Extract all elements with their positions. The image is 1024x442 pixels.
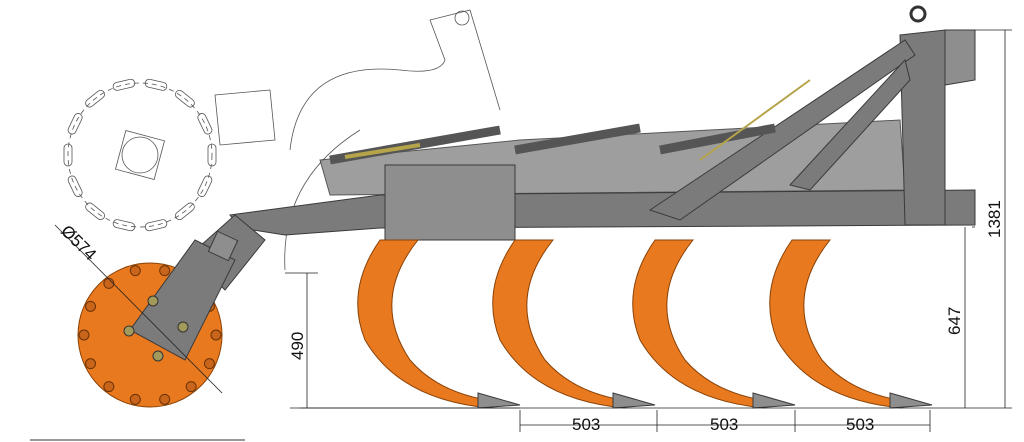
tine-4 (769, 239, 914, 409)
tine-spacing-label-2: 503 (710, 415, 738, 434)
wheel-stud (78, 329, 90, 341)
tines (357, 239, 933, 409)
wheel-stud (159, 265, 171, 277)
tine-point-4 (889, 392, 933, 409)
cylinders (329, 79, 811, 165)
ghost-wheel-tooth (144, 78, 168, 91)
ghost-wheel-tooth (67, 175, 83, 197)
tine-spacing-label-1: 503 (572, 415, 600, 434)
dimension-lines (30, 29, 1012, 441)
overall-height-label: 1381 (985, 200, 1004, 238)
wheel-stud (129, 393, 141, 405)
ghost-wheel-tooth (207, 143, 217, 167)
wheel-diameter-label: Ø574 (57, 221, 100, 264)
wheel-stud (185, 381, 197, 393)
wheel-stud (103, 381, 115, 393)
main-frame (189, 5, 976, 291)
ghost-raised-wheel (63, 9, 501, 271)
wheel-stud (85, 300, 97, 312)
wheel-stud (85, 358, 97, 370)
ghost-wheel-tooth (85, 202, 105, 221)
ghost-wheel-tooth (112, 78, 136, 91)
ghost-wheel-tooth (85, 89, 105, 108)
ghost-wheel-tooth (197, 113, 213, 135)
tine-spacing-label-3: 503 (846, 415, 874, 434)
wheel-stud (129, 265, 141, 277)
ghost-wheel-tooth (144, 219, 168, 232)
ghost-wheel-tooth (67, 113, 83, 135)
ghost-wheel-tooth (112, 219, 136, 232)
tine-1 (357, 239, 502, 409)
depth-wheel (77, 230, 239, 408)
ghost-wheel-tooth (197, 175, 213, 197)
tine-point-1 (477, 392, 521, 409)
frame-height-label: 647 (945, 307, 964, 335)
wheel-stud (159, 393, 171, 405)
ghost-wheel-tooth (175, 89, 195, 108)
wheel-stud (103, 277, 115, 289)
tine-point-2 (612, 392, 656, 409)
tine-2 (492, 239, 637, 409)
wheel-stud (210, 329, 222, 341)
wheel-height-label: 490 (288, 332, 307, 360)
ghost-wheel-tooth (175, 202, 195, 221)
tine-3 (632, 239, 777, 409)
tine-point-3 (752, 392, 796, 409)
ghost-wheel-tooth (63, 143, 73, 167)
wheel-stud (203, 358, 215, 370)
